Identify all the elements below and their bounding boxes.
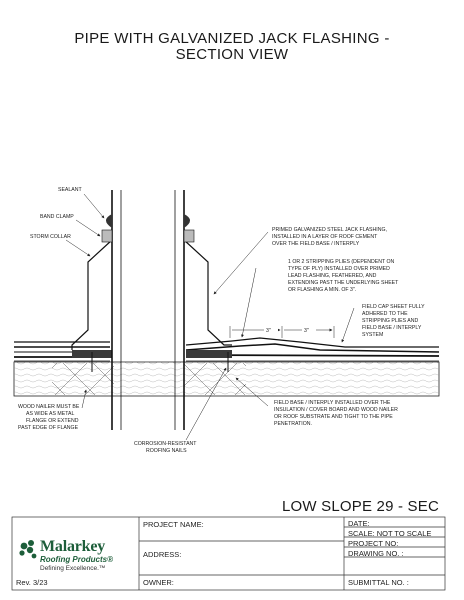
title-block — [11, 516, 446, 591]
svg-text:EXTENDING PAST THE UNDERLYING: EXTENDING PAST THE UNDERLYING SHEET — [288, 280, 399, 286]
svg-text:PENETRATION.: PENETRATION. — [274, 421, 312, 427]
drawing-title-line-2: SECTION VIEW — [175, 46, 289, 63]
wood-nailer-left — [52, 363, 114, 395]
svg-text:TYPE OF PLY) INSTALLED OVER PR: TYPE OF PLY) INSTALLED OVER PRIMED — [288, 266, 390, 272]
revision-label: Rev. 3/23 — [16, 578, 48, 587]
svg-text:SYSTEM: SYSTEM — [362, 332, 383, 338]
svg-text:INSULATION / COVER BOARD AND W: INSULATION / COVER BOARD AND WOOD NAILER — [274, 407, 398, 413]
svg-text:FIELD BASE / INTERPLY INSTALLE: FIELD BASE / INTERPLY INSTALLED OVER THE — [274, 400, 391, 406]
sealant-right — [184, 214, 190, 228]
wood-nailer-right — [184, 363, 246, 395]
leader-lines — [65, 193, 355, 441]
label-jack-flashing: PRIMED GALVANIZED STEEL JACK FLASHING, I… — [272, 227, 387, 247]
dimension-lines — [229, 326, 335, 338]
address-label: ADDRESS: — [143, 550, 182, 559]
drawing-no-label: DRAWING NO. : — [348, 549, 404, 558]
project-name-label: PROJECT NAME: — [143, 520, 204, 529]
band-clamp-left — [101, 229, 113, 243]
label-sealant: SEALANT — [58, 187, 82, 193]
svg-text:OR ROOF SUBSTRATE AND TIGHT TO: OR ROOF SUBSTRATE AND TIGHT TO THE PIPE — [274, 414, 393, 420]
svg-text:AS WIDE AS METAL: AS WIDE AS METAL — [26, 411, 74, 417]
drawing-title-line-1: PIPE WITH GALVANIZED JACK FLASHING - — [74, 30, 390, 47]
svg-text:PRIMED GALVANIZED STEEL JACK F: PRIMED GALVANIZED STEEL JACK FLASHING, — [272, 227, 387, 233]
svg-text:OVER THE FIELD BASE / INTERPLY: OVER THE FIELD BASE / INTERPLY — [272, 241, 360, 247]
svg-text:CORROSION-RESISTANT: CORROSION-RESISTANT — [134, 441, 197, 447]
label-nails: CORROSION-RESISTANT ROOFING NAILS — [134, 441, 197, 454]
band-clamp-right — [183, 229, 195, 243]
svg-text:PAST EDGE OF FLANGE: PAST EDGE OF FLANGE — [18, 425, 79, 431]
leaf-cluster-icon — [19, 540, 37, 559]
svg-text:ROOFING NAILS: ROOFING NAILS — [146, 448, 187, 454]
svg-text:INSTALLED IN A LAYER OF ROOF C: INSTALLED IN A LAYER OF ROOF CEMENT — [272, 234, 378, 240]
svg-text:OR FLASHING A MIN. OF 3".: OR FLASHING A MIN. OF 3". — [288, 287, 356, 293]
svg-text:LEAD FLASHING, FEATHERED, AND: LEAD FLASHING, FEATHERED, AND — [288, 273, 377, 279]
submittal-no-label: SUBMITTAL NO. : — [348, 578, 409, 587]
logo-name: Malarkey — [40, 538, 106, 555]
project-no-label: PROJECT NO: — [348, 539, 399, 548]
logo-tagline: Defining Excellence.™ — [40, 565, 106, 572]
flange-right — [186, 350, 232, 358]
label-band-clamp: BAND CLAMP — [40, 214, 74, 220]
owner-label: OWNER: — [143, 578, 174, 587]
dimension-label-1: 3" — [266, 328, 271, 334]
label-field-cap: FIELD CAP SHEET FULLY ADHERED TO THE STR… — [362, 304, 425, 338]
date-label: DATE: — [348, 519, 370, 528]
dimension-label-2: 3" — [304, 328, 309, 334]
svg-text:ADHERED TO THE: ADHERED TO THE — [362, 311, 408, 317]
label-storm-collar: STORM COLLAR — [30, 234, 71, 240]
svg-text:WOOD NAILER MUST BE: WOOD NAILER MUST BE — [18, 404, 80, 410]
svg-text:FIELD BASE / INTERPLY: FIELD BASE / INTERPLY — [362, 325, 422, 331]
malarkey-logo: Malarkey Roofing Products® Defining Exce… — [14, 534, 144, 584]
sealant-left — [106, 214, 112, 228]
label-field-base: FIELD BASE / INTERPLY INSTALLED OVER THE… — [274, 400, 398, 427]
svg-text:FIELD CAP SHEET FULLY: FIELD CAP SHEET FULLY — [362, 304, 425, 310]
svg-text:1 OR 2 STRIPPING PLIES (DEPEND: 1 OR 2 STRIPPING PLIES (DEPENDENT ON — [288, 259, 395, 265]
jack-flashing — [71, 239, 232, 350]
label-wood-nailer: WOOD NAILER MUST BE AS WIDE AS METAL FLA… — [18, 404, 80, 431]
svg-text:STRIPPING PLIES AND: STRIPPING PLIES AND — [362, 318, 418, 324]
scale-label: SCALE: NOT TO SCALE — [348, 529, 432, 538]
label-stripping-plies: 1 OR 2 STRIPPING PLIES (DEPENDENT ON TYP… — [288, 259, 399, 293]
sheet-id: LOW SLOPE 29 - SEC — [282, 498, 439, 515]
svg-text:FLANGE OR EXTEND: FLANGE OR EXTEND — [26, 418, 79, 424]
roof-substrate — [13, 361, 440, 397]
logo-subtitle: Roofing Products® — [40, 555, 114, 564]
